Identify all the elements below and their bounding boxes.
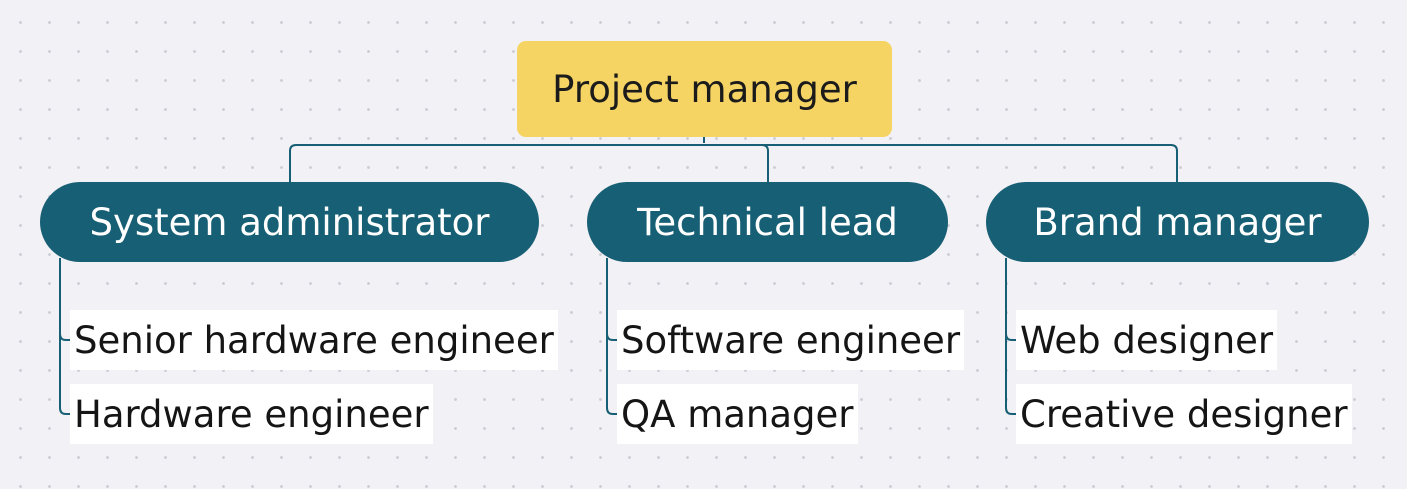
- connector-branch-1: [606, 258, 619, 415]
- manager-node-system-administrator[interactable]: System administrator: [40, 182, 539, 262]
- leaf-node-label: Software engineer: [621, 318, 961, 362]
- root-node-label: Project manager: [552, 67, 857, 111]
- connector-leaf-0-0: [59, 333, 72, 341]
- leaf-node-label: Web designer: [1020, 318, 1274, 362]
- leaf-node-web-designer[interactable]: Web designer: [1016, 310, 1278, 370]
- connector-bus: [289, 144, 1178, 182]
- leaf-node-creative-designer[interactable]: Creative designer: [1016, 384, 1352, 444]
- leaf-node-label: Hardware engineer: [74, 392, 429, 436]
- leaf-node-label: QA manager: [621, 392, 854, 436]
- leaf-node-hardware-engineer[interactable]: Hardware engineer: [70, 384, 433, 444]
- connector-leaf-1-0: [606, 333, 619, 341]
- leaf-node-label: Senior hardware engineer: [74, 318, 554, 362]
- connector-branch-2: [1005, 258, 1018, 415]
- manager-node-brand-manager[interactable]: Brand manager: [986, 182, 1369, 262]
- manager-node-label: Technical lead: [637, 200, 898, 244]
- leaf-node-qa-manager[interactable]: QA manager: [617, 384, 858, 444]
- manager-node-technical-lead[interactable]: Technical lead: [587, 182, 948, 262]
- root-node-project-manager[interactable]: Project manager: [517, 41, 892, 137]
- manager-node-label: System administrator: [89, 200, 490, 244]
- manager-node-label: Brand manager: [1033, 200, 1322, 244]
- connector-to-technical-lead: [761, 144, 769, 182]
- leaf-node-software-engineer[interactable]: Software engineer: [617, 310, 965, 370]
- connector-branch-0: [59, 258, 72, 415]
- leaf-node-label: Creative designer: [1020, 392, 1348, 436]
- connector-leaf-2-0: [1005, 333, 1018, 341]
- leaf-node-senior-hardware-engineer[interactable]: Senior hardware engineer: [70, 310, 558, 370]
